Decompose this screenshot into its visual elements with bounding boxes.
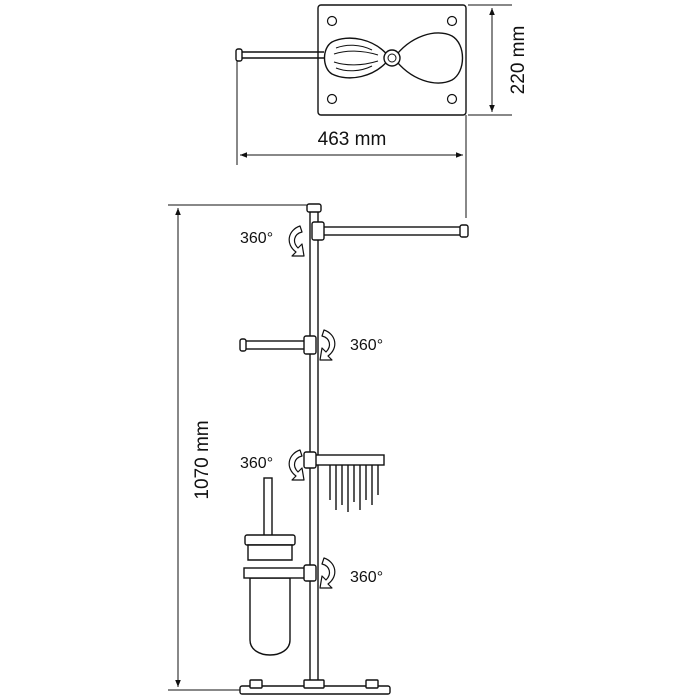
basket-brushes <box>329 465 379 512</box>
top-view-arm-end <box>235 48 243 62</box>
height-dimension: 1070 mm <box>168 204 312 691</box>
rotate-arrow-icon <box>319 557 336 589</box>
mount-hole <box>446 93 458 105</box>
brush-handle <box>263 477 273 539</box>
front-view <box>239 203 469 695</box>
rotation-indicator-top: 360° <box>240 225 305 257</box>
rotation-indicator-holder: 360° <box>319 557 383 589</box>
basket-shelf <box>309 454 385 466</box>
rotation-label: 360° <box>240 230 273 247</box>
top-view-basket <box>323 37 391 79</box>
brush-holder-rim <box>244 534 296 546</box>
depth-dimension: 220 mm <box>468 4 529 116</box>
height-label: 1070 mm <box>192 420 213 499</box>
depth-label: 220 mm <box>508 26 529 95</box>
middle-towel-arm <box>241 340 311 350</box>
top-view <box>235 4 467 116</box>
rotate-arrow-icon <box>319 329 336 361</box>
mount-hole <box>326 93 338 105</box>
top-view-tray <box>393 32 464 84</box>
pole <box>309 207 319 687</box>
rotation-label: 360° <box>240 455 273 472</box>
rotation-label: 360° <box>350 569 383 586</box>
brush-holder-arm <box>243 567 313 579</box>
rotate-arrow-icon <box>288 225 305 257</box>
rotation-indicator-middle: 360° <box>319 329 383 361</box>
mount-hole <box>326 15 338 27</box>
brush-holder-cup <box>249 577 291 656</box>
pole-cap <box>306 203 322 213</box>
top-view-pole <box>383 49 401 67</box>
width-label: 463 mm <box>318 129 387 150</box>
rotate-arrow-icon <box>288 449 305 481</box>
rotation-label: 360° <box>350 337 383 354</box>
top-towel-arm <box>317 226 467 236</box>
width-dimension: 463 mm <box>236 60 467 218</box>
mount-hole <box>446 15 458 27</box>
rotation-indicator-basket: 360° <box>240 449 305 481</box>
